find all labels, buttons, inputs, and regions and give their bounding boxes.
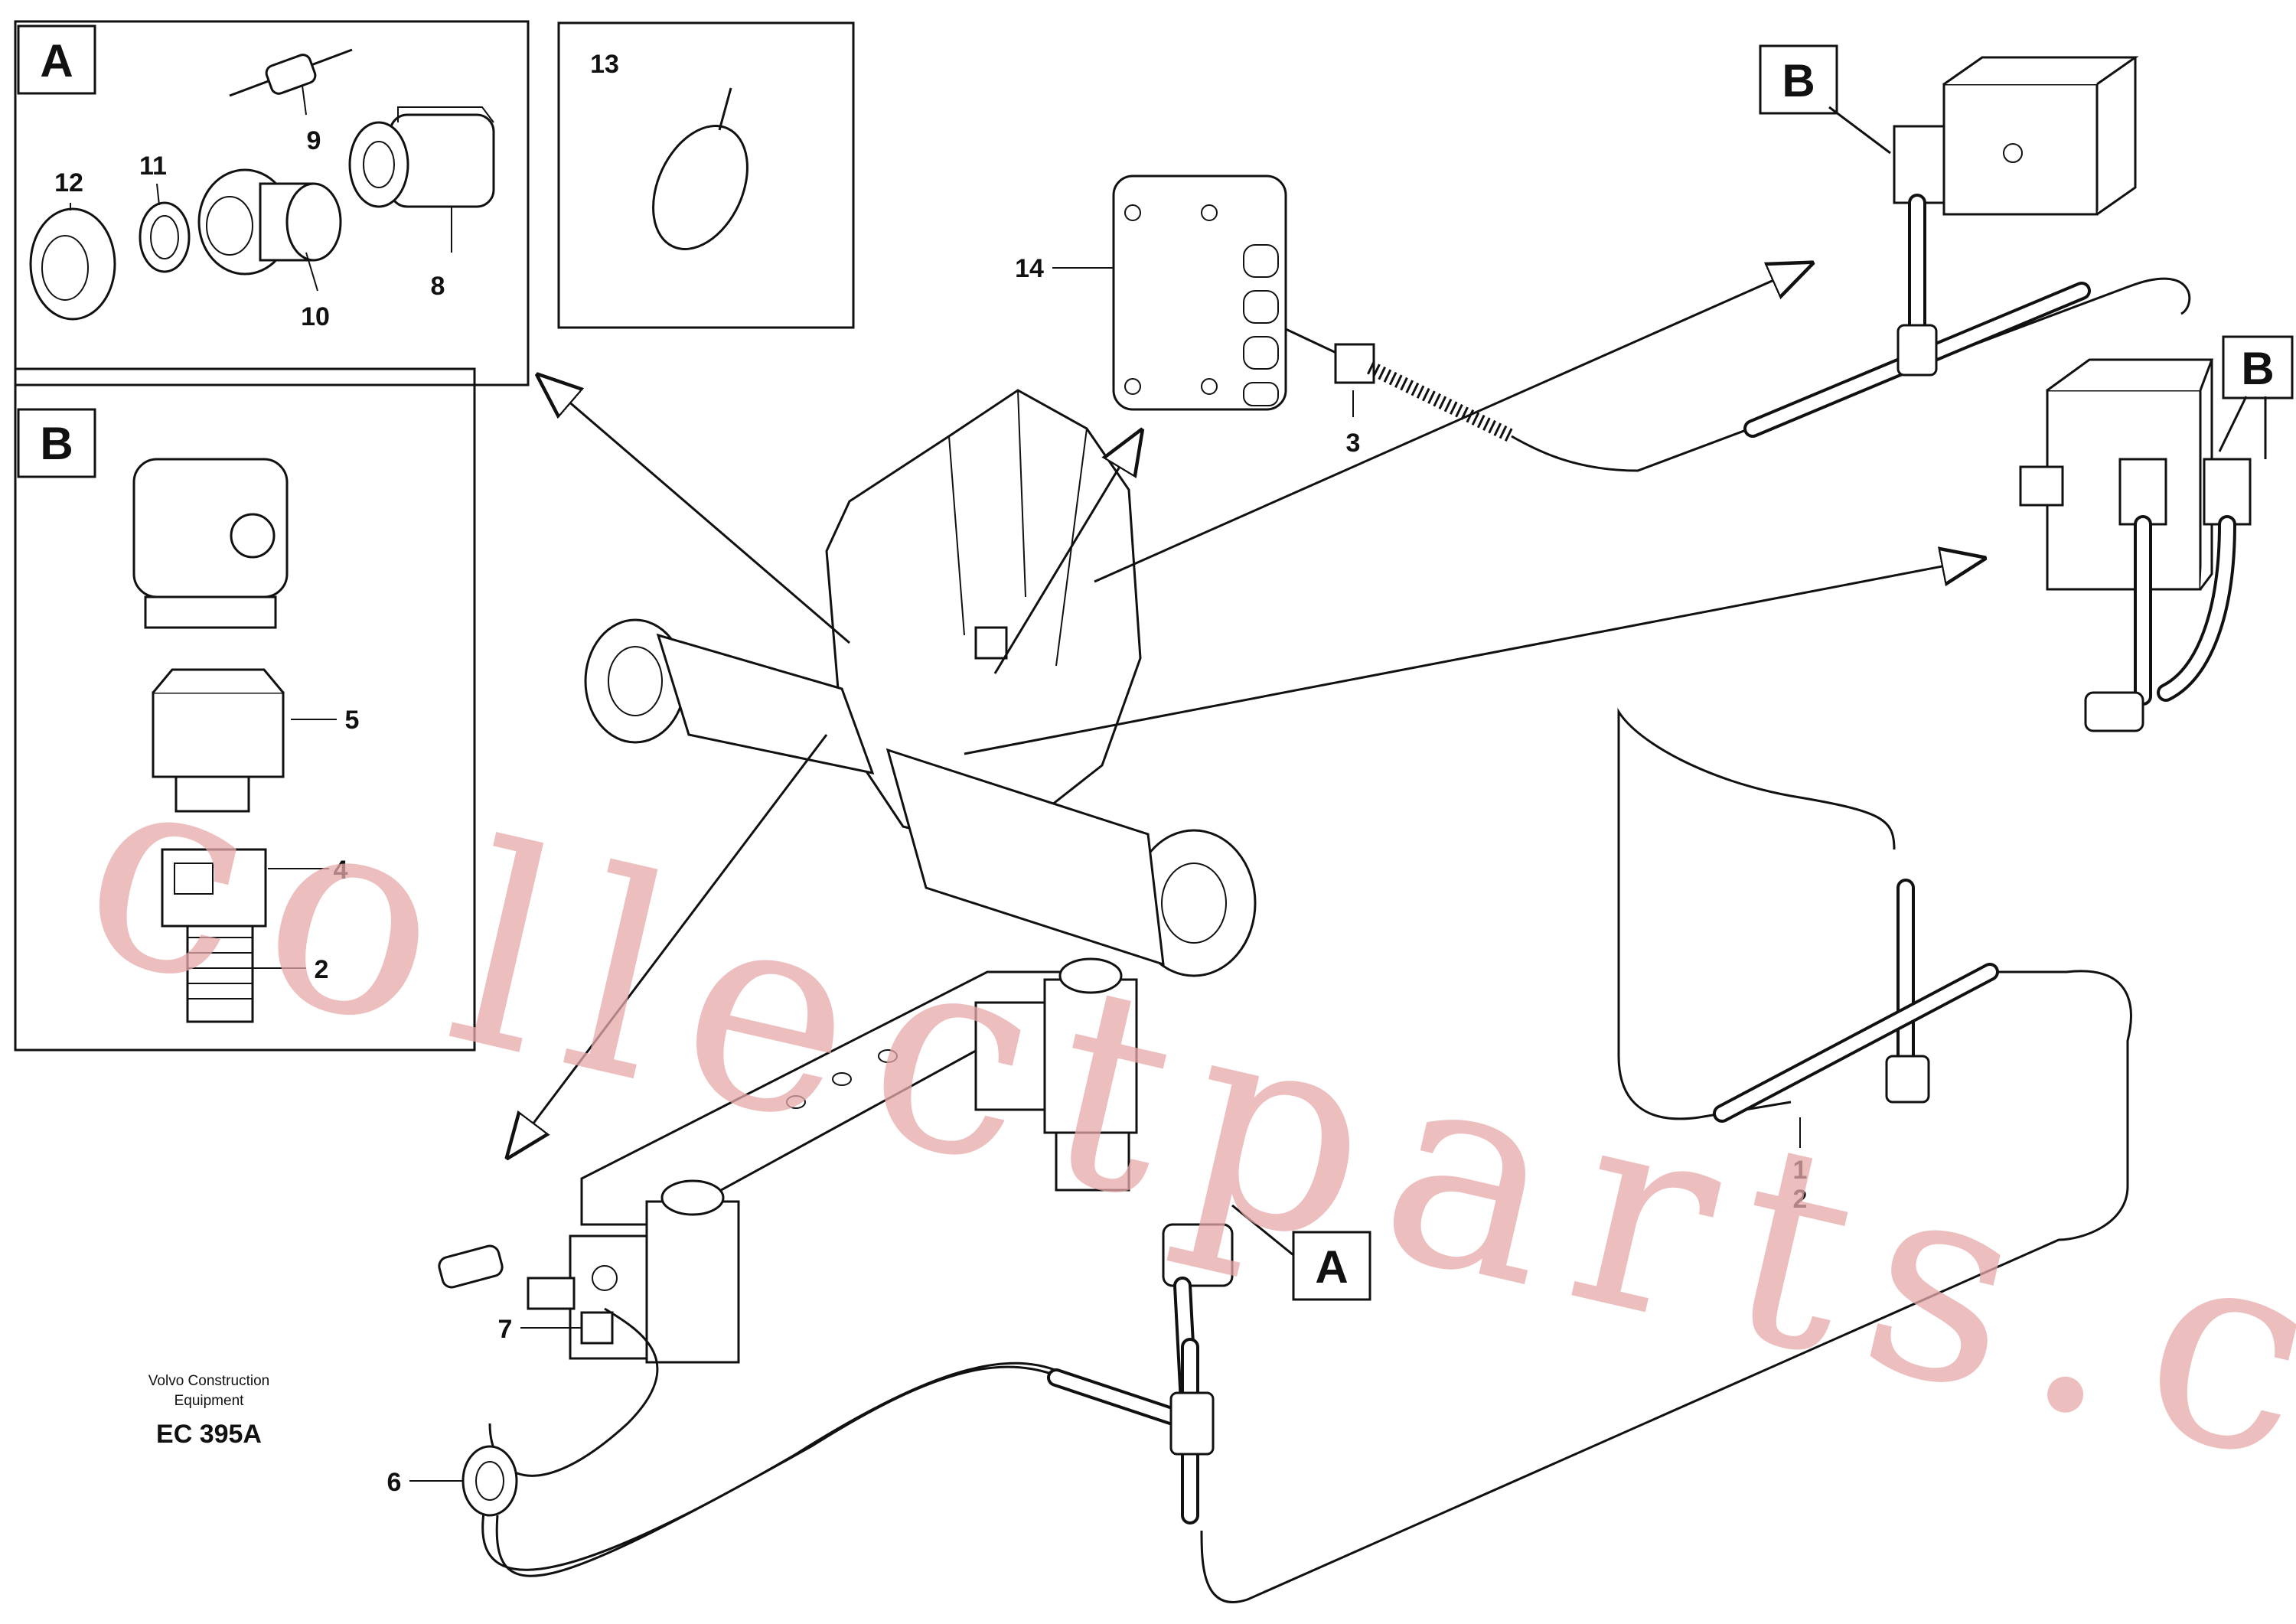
washer-part-icon: [139, 201, 191, 273]
detail-box-b: B 5 4 2: [14, 367, 476, 1052]
pressure-switch-icon: [197, 168, 342, 276]
detail-box-b-tag: B: [40, 418, 73, 469]
connector-housing-icon: [152, 668, 285, 813]
callout-13: 13: [590, 50, 619, 79]
connector-6-icon: [461, 1445, 518, 1517]
valve-block-right-icon: [2019, 358, 2252, 591]
leader-arrows: [509, 264, 1982, 1156]
solenoid-coil-icon: [132, 458, 289, 629]
detail-box-13: 13: [557, 21, 855, 329]
detail-box-a: A: [14, 20, 530, 386]
callout-9: 9: [307, 126, 321, 155]
callout-2: 2: [1793, 1185, 1808, 1214]
junction-box-icon: [1112, 174, 1287, 411]
conduit-hose-icon: [186, 925, 254, 1023]
detail-tag-a-lower: A: [1315, 1241, 1348, 1293]
callout-6: 6: [387, 1468, 402, 1497]
cable-tie-icon: [652, 87, 748, 250]
callout-1: 1: [1793, 1156, 1808, 1185]
callout-4: 4: [334, 856, 348, 885]
diode-part-icon: [229, 48, 353, 97]
detail-box-a-tag: A: [40, 35, 73, 86]
credit-line-1: Volvo Construction: [148, 1373, 269, 1389]
callout-2-box-b: 2: [315, 955, 329, 984]
callout-5: 5: [345, 706, 360, 735]
nut-part-icon: [29, 207, 116, 321]
detail-tag-b-top: B: [1782, 55, 1815, 106]
connector-plug-icon: [161, 848, 267, 928]
drawing-code: EC 395A: [156, 1420, 262, 1449]
callout-10: 10: [301, 302, 330, 331]
callout-3: 3: [1346, 429, 1361, 458]
credit-line-2: Equipment: [174, 1393, 245, 1409]
axle-assembly-icon: [584, 389, 1257, 977]
pressure-sensor-7-icon: [438, 1244, 576, 1310]
callout-12: 12: [54, 168, 83, 197]
solenoid-valve-upper-icon: [974, 957, 1138, 1192]
plug-part-icon: [348, 106, 495, 208]
valve-block-top-icon: [1893, 56, 2139, 216]
detail-tag-b-right: B: [2241, 343, 2274, 394]
callout-14: 14: [1015, 254, 1044, 283]
callout-7: 7: [498, 1315, 513, 1344]
callout-11: 11: [139, 152, 167, 181]
callout-8: 8: [431, 272, 445, 301]
